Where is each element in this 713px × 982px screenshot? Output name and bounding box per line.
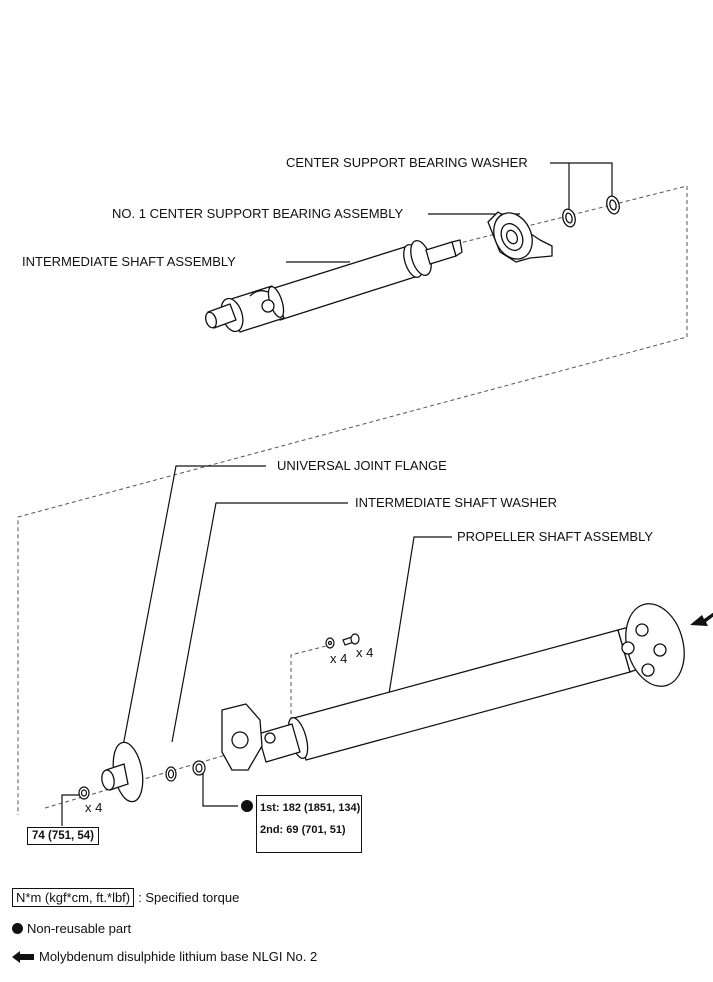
torque-1st: 1st: 182 (1851, 134)	[260, 802, 361, 814]
left-arrow-icon	[12, 950, 34, 963]
legend-torque-units: N*m (kgf*cm, ft.*lbf)	[12, 888, 135, 907]
legend-non-reusable: Non-reusable part	[12, 921, 131, 936]
legend-non-reusable-text: Non-reusable part	[27, 921, 132, 936]
flange-nut-quantity: x 4	[85, 800, 103, 815]
torque-2nd: 2nd: 69 (701, 51)	[260, 824, 346, 836]
center-support-bearing	[487, 211, 553, 263]
label-propeller-shaft-assembly: PROPELLER SHAFT ASSEMBLY	[457, 529, 654, 544]
label-intermediate-shaft-washer: INTERMEDIATE SHAFT WASHER	[355, 495, 557, 510]
flange-nut	[78, 786, 90, 800]
legend-grease-text: Molybdenum disulphide lithium base NLGI …	[39, 949, 318, 964]
label-intermediate-shaft-assembly: INTERMEDIATE SHAFT ASSEMBLY	[22, 254, 236, 269]
center-support-bearing-washers	[562, 195, 620, 228]
legend-grease: Molybdenum disulphide lithium base NLGI …	[12, 949, 317, 964]
bolt-quantity: x 4	[356, 645, 374, 660]
assembly-boundary	[17, 186, 688, 815]
intermediate-shaft-assembly	[204, 239, 463, 333]
universal-joint-flange	[101, 741, 144, 803]
torque-intermediate-nut: 1st: 182 (1851, 134) 2nd: 69 (701, 51)	[256, 795, 362, 853]
non-reusable-icon	[241, 800, 253, 812]
washer-and-bolt	[325, 633, 360, 649]
legend-torque: N*m (kgf*cm, ft.*lbf) : Specified torque	[12, 888, 239, 907]
grease-point-arrow-icon	[690, 612, 713, 626]
label-universal-joint-flange: UNIVERSAL JOINT FLANGE	[277, 458, 447, 473]
label-center-support-bearing-washer: CENTER SUPPORT BEARING WASHER	[286, 155, 528, 170]
filled-circle-icon	[12, 923, 23, 934]
intermediate-washer-and-nut	[165, 760, 206, 782]
washer-quantity: x 4	[330, 651, 348, 666]
torque-flange-nut: 74 (751, 54)	[27, 827, 100, 845]
legend-torque-desc: : Specified torque	[138, 890, 240, 905]
label-no1-center-support-bearing-assembly: NO. 1 CENTER SUPPORT BEARING ASSEMBLY	[112, 206, 404, 221]
propeller-shaft-assembly	[221, 603, 685, 771]
